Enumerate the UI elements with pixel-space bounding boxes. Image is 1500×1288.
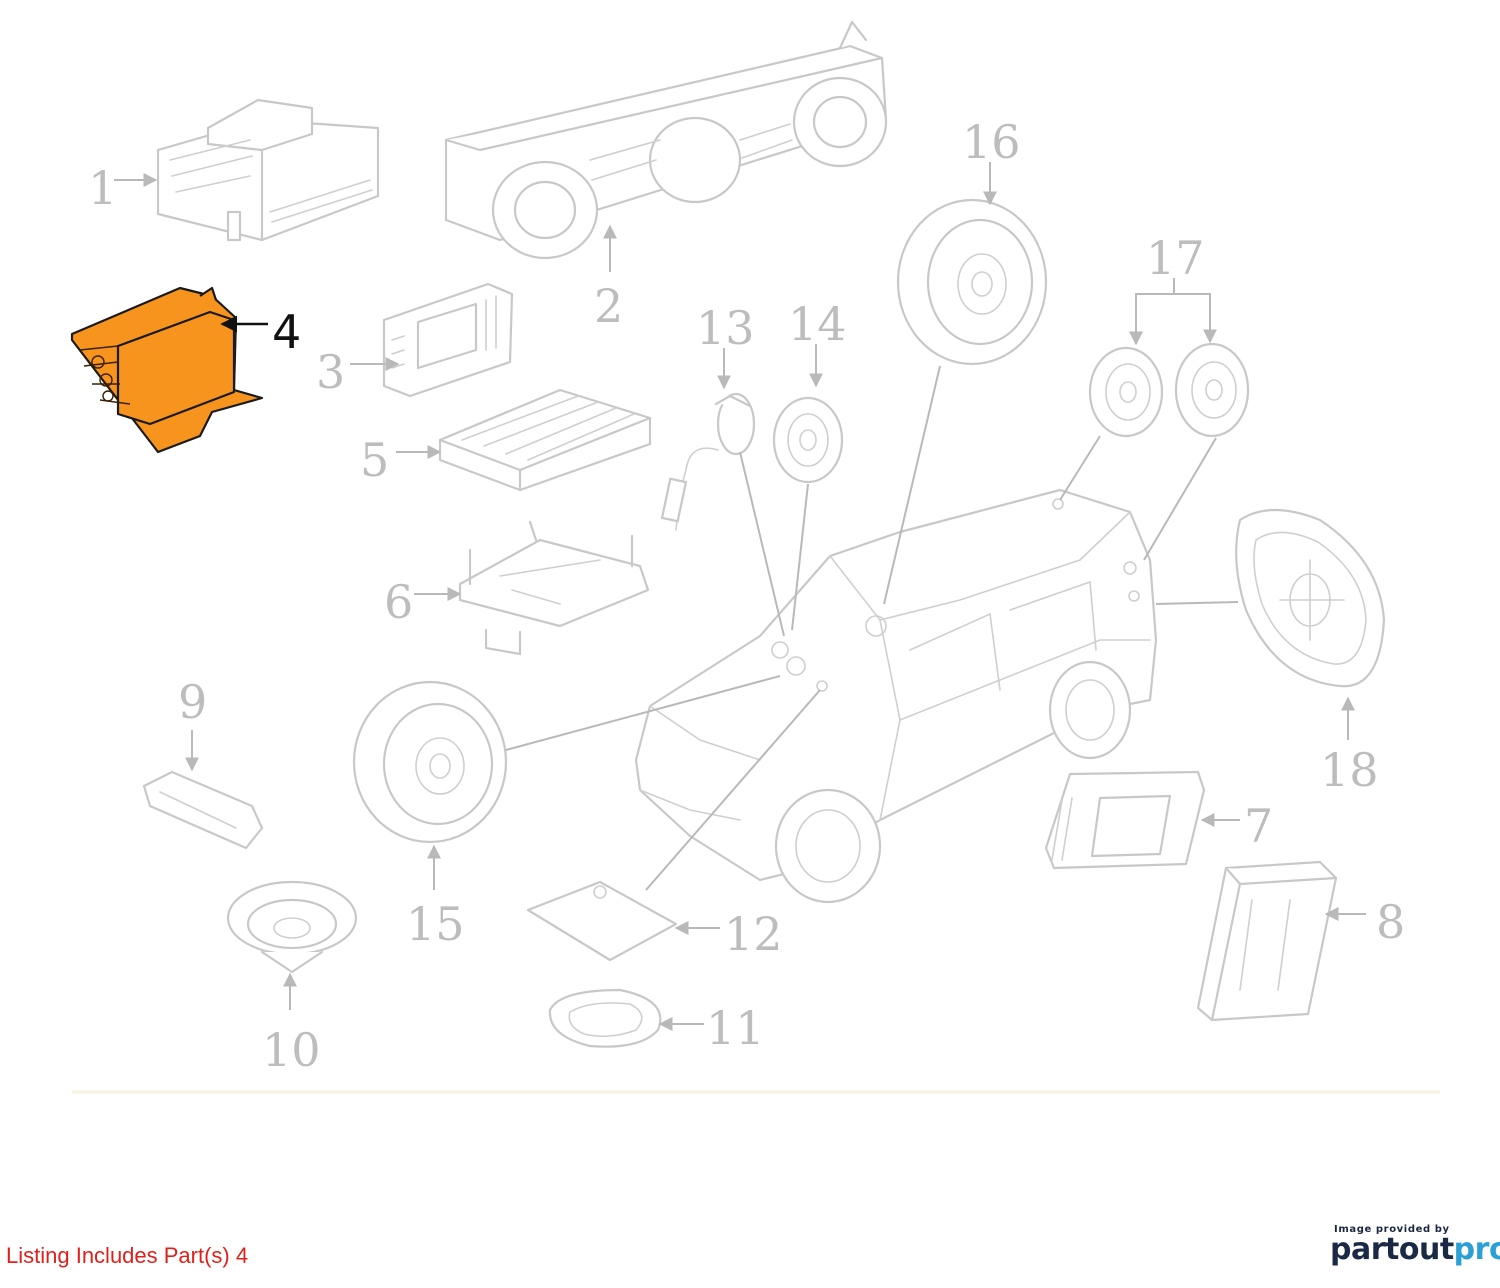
part-13-tweeter[interactable] — [660, 392, 756, 531]
callout-16: 16 — [962, 115, 1021, 169]
part-17-speaker-pair[interactable] — [1088, 342, 1250, 438]
part-5-amplifier[interactable] — [438, 388, 652, 492]
provider-logo-part1: partout — [1330, 1232, 1454, 1267]
callout-7: 7 — [1244, 799, 1273, 853]
provider-logo-part2: pro — [1453, 1232, 1500, 1267]
callout-10: 10 — [262, 1023, 321, 1077]
part-3-display[interactable] — [382, 282, 514, 398]
callout-1: 1 — [88, 161, 117, 215]
part-12-plate[interactable] — [526, 880, 678, 962]
callout-13: 13 — [696, 301, 755, 355]
callout-18: 18 — [1320, 743, 1379, 797]
listing-caption: Listing Includes Part(s) 4 — [6, 1243, 249, 1268]
callout-6: 6 — [384, 575, 413, 629]
callout-11: 11 — [706, 1001, 765, 1055]
callout-17: 17 — [1146, 231, 1205, 285]
callout-arrows — [114, 162, 1366, 1031]
callout-8: 8 — [1376, 895, 1405, 949]
part-16-speaker[interactable] — [896, 198, 1048, 366]
part-6-bracket[interactable] — [458, 520, 650, 656]
part-14-tweeter[interactable] — [772, 396, 844, 484]
part-9-small-module[interactable] — [142, 770, 264, 850]
part-4-display-unit-highlighted[interactable] — [70, 286, 264, 454]
callout-3: 3 — [316, 345, 345, 399]
part-7-module[interactable] — [1044, 770, 1206, 870]
part-2-climate-panel[interactable] — [444, 20, 888, 260]
callout-14: 14 — [788, 297, 847, 351]
provider-logo: partoutpro — [1330, 1232, 1500, 1267]
callout-12: 12 — [724, 907, 783, 961]
callout-labels: 1 2 3 4 5 6 7 8 9 10 11 12 13 14 15 16 1… — [88, 115, 1405, 1077]
leader-lines — [505, 365, 1239, 891]
callout-5: 5 — [360, 433, 389, 487]
callout-2: 2 — [594, 279, 623, 333]
part-11-speaker-ring[interactable] — [548, 988, 662, 1048]
part-8-module[interactable] — [1196, 860, 1338, 1022]
part-15-speaker[interactable] — [352, 680, 508, 844]
callout-15: 15 — [406, 897, 465, 951]
part-10-speaker[interactable] — [226, 880, 358, 974]
vehicle-outline — [634, 488, 1158, 904]
callout-4: 4 — [272, 305, 301, 359]
callout-9: 9 — [178, 675, 207, 729]
part-1-head-unit[interactable] — [156, 98, 380, 242]
provider-credit-text: Image provided by — [1334, 1224, 1450, 1235]
part-18-subwoofer[interactable] — [1235, 508, 1386, 688]
